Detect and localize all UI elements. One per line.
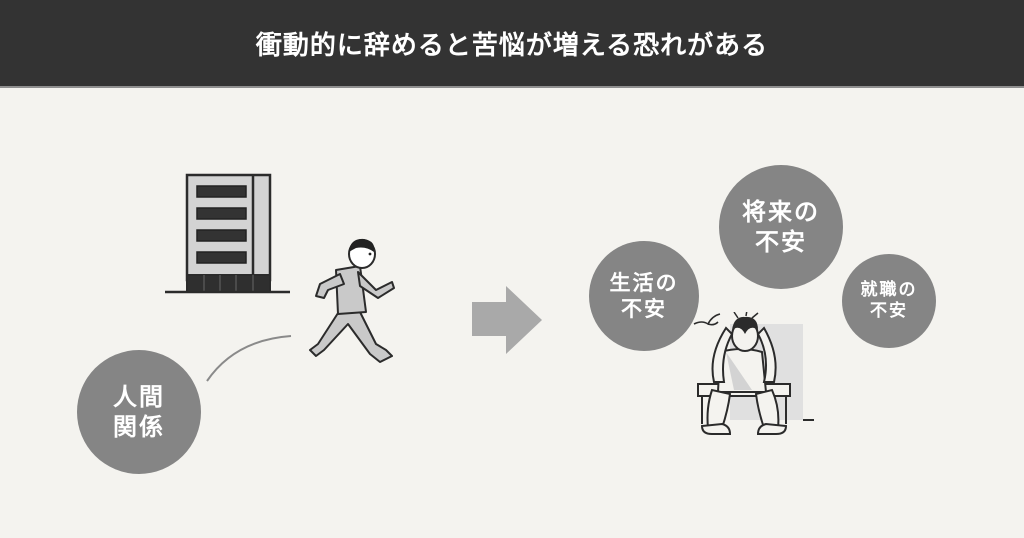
header-banner: 衝動的に辞めると苦悩が増える恐れがある — [0, 0, 1024, 88]
bubble-line2: 関係 — [113, 413, 165, 441]
distressed-seated-person-icon — [693, 312, 814, 435]
bubble-future-anxiety: 将来の 不安 — [719, 165, 843, 289]
bubble-line2: 不安 — [870, 301, 908, 321]
bubble-human-relations: 人間 関係 — [77, 350, 201, 474]
bubble-line2: 不安 — [755, 228, 807, 256]
arrow-right-icon — [472, 286, 542, 354]
bubble-line2: 不安 — [621, 297, 667, 321]
bubble-job-anxiety: 就職の 不安 — [842, 254, 936, 348]
bubble-line1: 人間 — [113, 383, 165, 411]
running-person-icon — [309, 238, 395, 363]
bubble-line1: 将来の — [742, 198, 820, 226]
office-building-icon — [165, 173, 290, 294]
page-title: 衝動的に辞めると苦悩が増える恐れがある — [255, 30, 769, 61]
connector-arc — [206, 335, 292, 382]
bubble-living-anxiety: 生活の 不安 — [589, 241, 699, 351]
bubble-line1: 就職の — [860, 279, 918, 300]
bubble-line1: 生活の — [609, 270, 679, 295]
